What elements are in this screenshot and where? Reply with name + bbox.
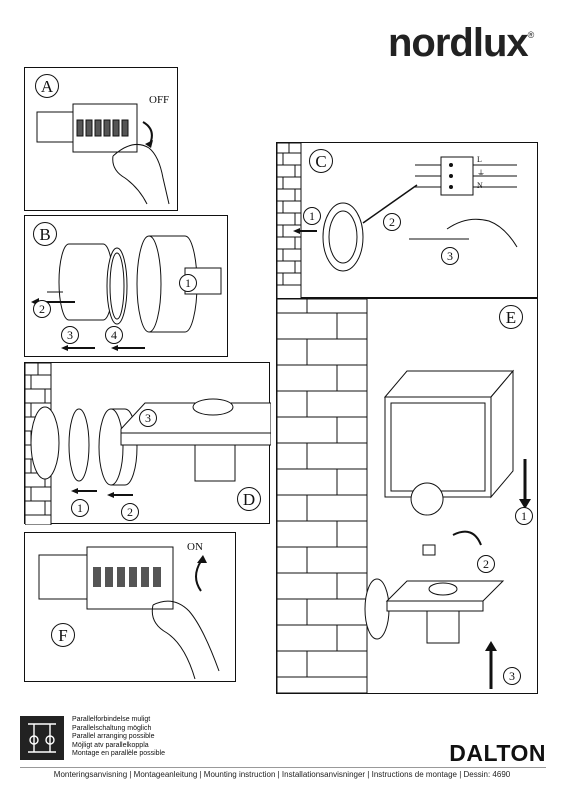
panel-e: E 1 2 3 (276, 298, 538, 694)
terminal-live: L (477, 155, 482, 164)
panel-b-step-1: 1 (179, 274, 197, 292)
panel-b-label: B (33, 222, 57, 246)
parallel-line-de: Parallelschaltung möglich (72, 724, 152, 732)
panel-d-label: D (237, 487, 261, 511)
parallel-wiring-icon (20, 716, 64, 760)
panel-c-label: C (309, 149, 333, 173)
panel-f-illustration (38, 546, 220, 680)
parallel-line-fr: Montage en parallèle possible (72, 750, 166, 758)
parallel-notice: Parallelforbindelse muligt Parallelschal… (72, 716, 165, 759)
panel-c-illustration (277, 143, 518, 299)
parallel-line-en: Parallel arranging possible (72, 733, 155, 741)
brand-name: nordlux (388, 21, 529, 65)
panel-e-step-1: 1 (515, 507, 533, 525)
panel-a-state: OFF (149, 94, 170, 106)
brand-logo: nordlux® (388, 20, 548, 66)
panel-a-label: A (35, 74, 59, 98)
panel-f: F ON (24, 532, 236, 682)
panel-c-step-1: 1 (303, 207, 321, 225)
panel-c-step-2: 2 (383, 213, 401, 231)
terminal-earth: ⏚ (477, 169, 485, 178)
panel-d-illustration (25, 363, 271, 525)
panel-c: C 1 2 3 L ⏚ N (276, 142, 538, 299)
panel-b-step-4: 4 (105, 326, 123, 344)
panel-b: B 1 2 3 4 (24, 215, 228, 357)
terminal-neutral: N (477, 181, 483, 190)
panel-e-illustration (277, 299, 531, 693)
panel-b-illustration (31, 235, 222, 351)
panel-e-label: E (499, 305, 523, 329)
panel-a-illustration (36, 103, 170, 205)
parallel-line-da: Parallelforbindelse muligt (72, 716, 151, 723)
panel-e-step-2: 2 (477, 555, 495, 573)
panel-f-state: ON (187, 541, 203, 553)
panel-e-step-3: 3 (503, 667, 521, 685)
panel-d: D 1 2 3 (24, 362, 271, 525)
panel-b-step-2: 2 (33, 300, 51, 318)
panel-d-step-1: 1 (71, 499, 89, 517)
brand-registered-mark: ® (527, 30, 535, 40)
panel-d-step-2: 2 (121, 503, 139, 521)
panel-f-label: F (51, 623, 75, 647)
panel-b-step-3: 3 (61, 326, 79, 344)
parallel-line-sv: Möjligt atv parallelkoppla (72, 741, 149, 749)
footer-divider (20, 767, 546, 768)
panel-a: A OFF (24, 67, 178, 211)
parallel-wiring-symbol (28, 723, 56, 753)
panel-c-step-3: 3 (441, 247, 459, 265)
footer-instructions: Monteringsanvisning | Montageanleitung |… (53, 770, 511, 779)
panel-d-step-3: 3 (139, 409, 157, 427)
product-name: DALTON (449, 740, 546, 766)
